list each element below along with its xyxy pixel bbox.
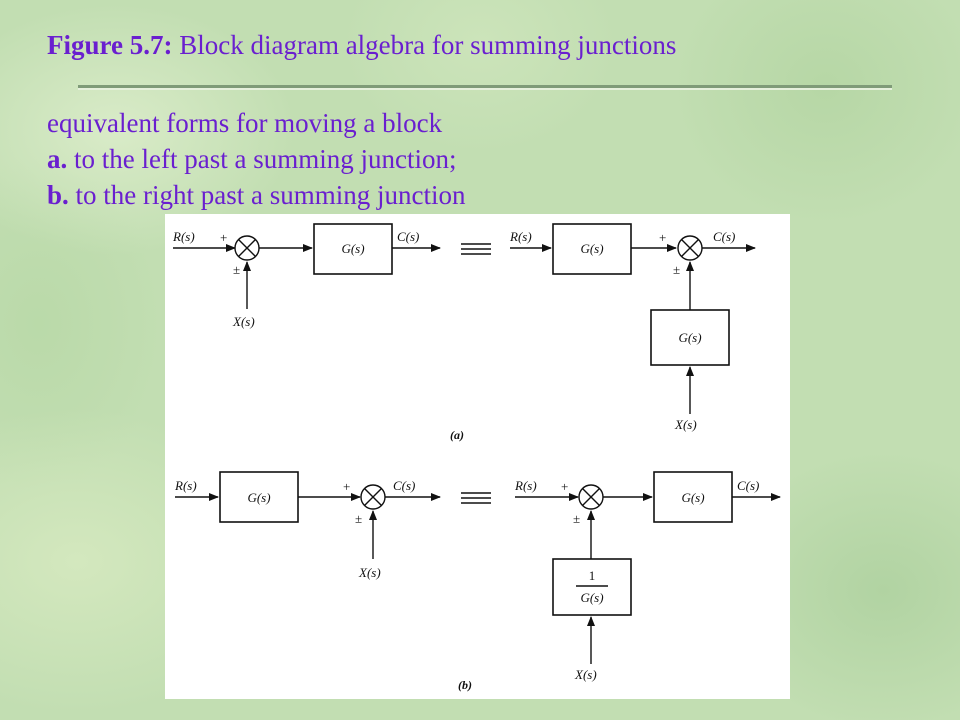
block-g [219, 471, 299, 523]
block-g-label: G(s) [580, 241, 603, 256]
equivalence-sign-a [461, 243, 491, 255]
figure-title-text: Block diagram algebra for summing juncti… [172, 30, 677, 60]
summing-cross [582, 488, 600, 506]
signal-x-label: X(s) [574, 667, 597, 682]
plus-minus-sign: ± [355, 511, 362, 526]
title-divider [78, 85, 892, 90]
block-g-label: G(s) [341, 241, 364, 256]
block-inverse-numerator: 1 [589, 568, 596, 583]
equivalence-sign-b [461, 492, 491, 504]
signal-x-label: X(s) [358, 565, 381, 580]
signal-c-label: C(s) [393, 478, 415, 493]
block-g [650, 309, 730, 366]
block-diagram-figure: R(s) + ± X(s) G(s) C(s) R(s) G(s) [165, 214, 790, 699]
diagram-b-left: R(s) G(s) + ± C(s) X(s) [174, 471, 441, 580]
item-text-b: to the right past a summing junction [68, 180, 466, 210]
signal-r-label: R(s) [172, 229, 195, 244]
diagram-b-right: R(s) + ± G(s) C(s) 1 G(s) X(s) [514, 471, 781, 682]
diagram-a-right: R(s) G(s) + ± C(s) G(s) X(s) [509, 223, 756, 432]
block-diagram-svg: R(s) + ± X(s) G(s) C(s) R(s) G(s) [172, 223, 781, 692]
block-inverse-g [552, 558, 632, 616]
block-g-label: G(s) [247, 490, 270, 505]
block-g-label: G(s) [681, 490, 704, 505]
block-g-label: G(s) [678, 330, 701, 345]
subtitle-line-2: a. to the left past a summing junction; [47, 144, 456, 175]
block-g [313, 223, 393, 275]
figure-number: Figure 5.7: [47, 30, 173, 60]
subtitle-line-3: b. to the right past a summing junction [47, 180, 466, 211]
slide-title: Figure 5.7: Block diagram algebra for su… [47, 30, 676, 61]
plus-minus-sign: ± [673, 262, 680, 277]
item-marker-a: a. [47, 144, 68, 174]
diagram-a-left: R(s) + ± X(s) G(s) C(s) [172, 223, 441, 329]
summing-cross [681, 239, 699, 257]
part-a-caption: (a) [450, 428, 464, 442]
signal-c-label: C(s) [737, 478, 759, 493]
subtitle-line-1: equivalent forms for moving a block [47, 108, 443, 138]
plus-sign: + [659, 230, 666, 245]
signal-x-label: X(s) [674, 417, 697, 432]
plus-minus-sign: ± [233, 262, 240, 277]
signal-x-label: X(s) [232, 314, 255, 329]
block-g [653, 471, 733, 523]
item-marker-b: b. [47, 180, 69, 210]
block-inverse-denominator: G(s) [580, 590, 603, 605]
signal-r-label: R(s) [509, 229, 532, 244]
signal-r-label: R(s) [514, 478, 537, 493]
signal-c-label: C(s) [397, 229, 419, 244]
plus-sign: + [220, 230, 227, 245]
signal-c-label: C(s) [713, 229, 735, 244]
summing-cross [238, 239, 256, 257]
item-text-a: to the left past a summing junction; [67, 144, 457, 174]
summing-cross [364, 488, 382, 506]
signal-r-label: R(s) [174, 478, 197, 493]
block-g [552, 223, 632, 275]
part-b-caption: (b) [458, 678, 472, 692]
plus-sign: + [561, 479, 568, 494]
plus-sign: + [343, 479, 350, 494]
plus-minus-sign: ± [573, 511, 580, 526]
